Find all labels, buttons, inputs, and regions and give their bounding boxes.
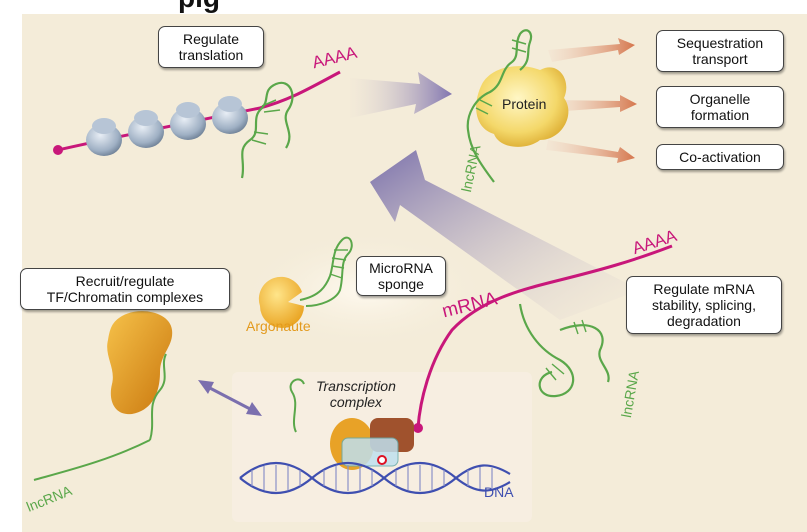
sequestration-transport-box: Sequestration transport: [656, 30, 784, 72]
regulate-translation-box: Regulate translation: [158, 26, 264, 68]
transcription-complex-label: Transcription complex: [316, 378, 396, 410]
microrna-sponge-box: MicroRNA sponge: [356, 256, 446, 296]
ribosomes: [86, 96, 248, 156]
co-activation-box: Co-activation: [656, 144, 784, 170]
recruit-regulate-box: Recruit/regulate TF/Chromatin complexes: [20, 268, 230, 310]
regulate-mrna-box: Regulate mRNA stability, splicing, degra…: [626, 276, 782, 334]
organelle-formation-box: Organelle formation: [656, 86, 784, 128]
dna-label: DNA: [484, 484, 514, 500]
protein-label: Protein: [502, 96, 547, 112]
header-fragment: pig: [178, 0, 220, 14]
dna-helix: [239, 461, 511, 495]
argonaute-label: Argonaute: [246, 318, 311, 334]
